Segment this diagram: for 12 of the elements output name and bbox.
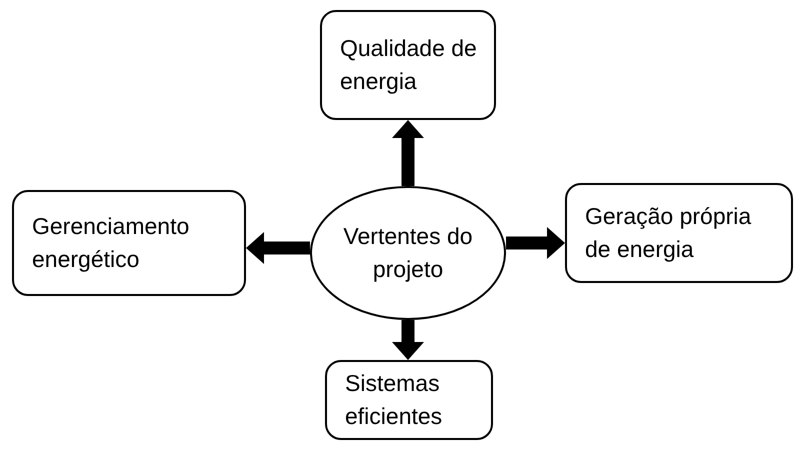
topic-box xyxy=(320,10,496,120)
node-label: Vertentes do projeto xyxy=(342,222,474,284)
node-label: Geração própria de energia xyxy=(585,202,752,264)
block-arrow xyxy=(246,232,310,264)
block-arrow xyxy=(392,120,424,186)
node-label: Gerenciamento energético xyxy=(32,212,190,274)
node-label: Qualidade de energia xyxy=(340,34,478,96)
topic-box xyxy=(12,190,246,296)
topic-box xyxy=(565,183,793,283)
node-label: Sistemas eficientes xyxy=(345,368,444,431)
block-arrow xyxy=(506,227,565,259)
topic-box xyxy=(325,360,493,440)
